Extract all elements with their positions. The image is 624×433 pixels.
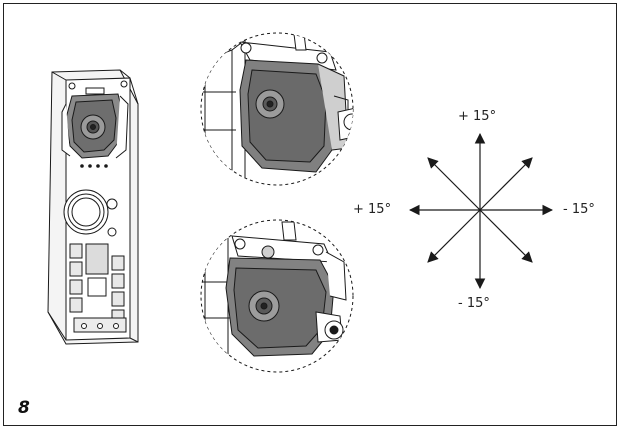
arrow-down-left [427, 209, 481, 263]
camera-module-detail-bottom [200, 219, 354, 373]
angle-label-left: + 15° [353, 202, 392, 217]
arrow-up-right [479, 157, 533, 211]
arrow-down-right [479, 209, 533, 263]
angle-label-up: + 15° [458, 109, 497, 124]
camera-module-detail-top [200, 32, 354, 186]
angle-label-right: - 15° [563, 202, 595, 217]
angle-label-down: - 15° [458, 296, 490, 311]
arrow-up-left [427, 157, 481, 211]
tilt-direction-arrows [408, 132, 554, 290]
figure-number: 8 [18, 398, 30, 418]
figure-frame [3, 3, 617, 426]
door-entry-panel-drawing [47, 69, 139, 345]
